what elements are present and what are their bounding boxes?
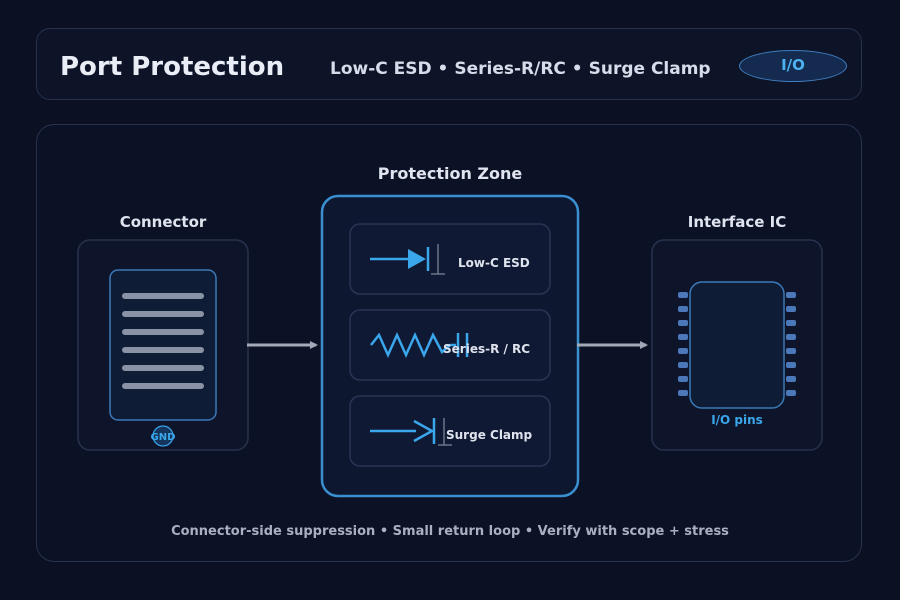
esd-component [349,223,551,295]
protection-zone-block: Low-C ESD Series-R / RC Surge Clamp [320,194,580,498]
connector-pins [122,293,204,389]
connector-body [109,269,217,421]
resistor-capacitor-icon [370,331,469,359]
interface-ic-block: I/O pins [651,239,823,451]
io-badge: I/O [739,50,847,82]
connector-block: GND [77,239,249,451]
ground-icon: GND [151,425,176,447]
connector-label: Connector [119,213,207,231]
io-pins-label: I/O pins [711,413,763,427]
esd-label: Low-C ESD [458,256,530,270]
ic-left-pins [678,292,688,396]
protection-zone-label: Protection Zone [377,164,523,183]
ground-label: GND [151,432,176,443]
zener-clamp-icon [370,418,452,446]
ic-right-pins [786,292,796,396]
diode-icon [370,244,445,275]
series-rc-label: Series-R / RC [443,342,530,356]
surge-clamp-component [349,395,551,467]
header-panel [36,28,862,100]
page-subtitle: Low-C ESD • Series-R/RC • Surge Clamp [330,59,711,79]
page-title: Port Protection [60,52,285,82]
surge-clamp-label: Surge Clamp [446,428,533,442]
footer-note: Connector-side suppression • Small retur… [171,524,729,539]
ic-chip-body [689,281,785,409]
interface-ic-label: Interface IC [687,213,787,231]
